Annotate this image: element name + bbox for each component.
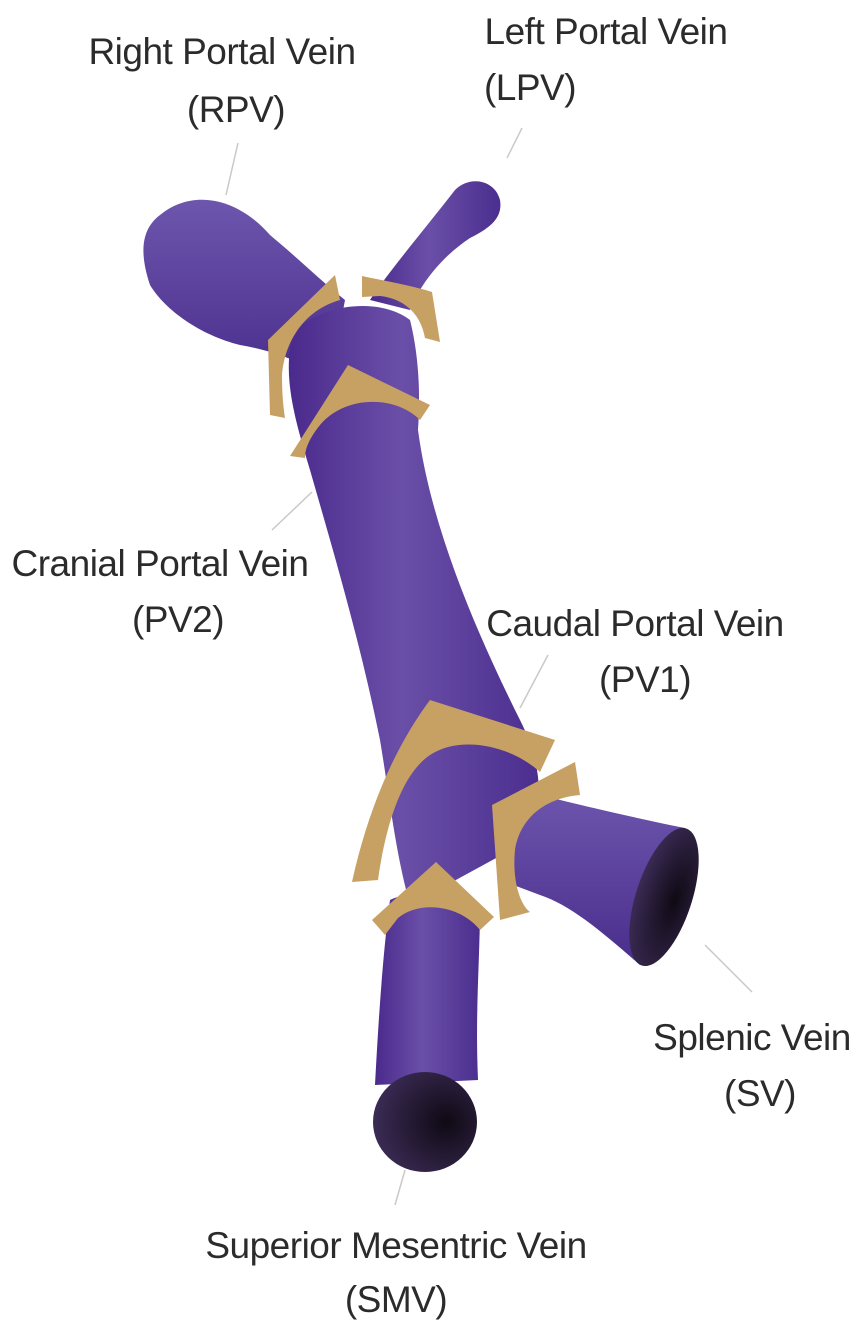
label-cranial-portal-vein: Cranial Portal Vein (PV2) xyxy=(12,543,309,640)
lpv-abbr: (LPV) xyxy=(484,67,576,108)
label-splenic-vein: Splenic Vein (SV) xyxy=(653,1017,851,1114)
smv-leader xyxy=(395,1170,405,1205)
smv-abbr: (SMV) xyxy=(345,1279,447,1320)
rpv-abbr: (RPV) xyxy=(187,89,285,130)
label-right-portal-vein: Right Portal Vein (RPV) xyxy=(88,31,355,130)
pv2-name: Cranial Portal Vein xyxy=(12,543,309,584)
rpv-leader xyxy=(226,143,238,195)
lpv-leader xyxy=(507,128,522,158)
smv-name: Superior Mesentric Vein xyxy=(205,1225,586,1266)
pv1-leader xyxy=(520,655,548,708)
sv-abbr: (SV) xyxy=(724,1073,796,1114)
sv-name: Splenic Vein xyxy=(653,1017,851,1058)
rpv-name: Right Portal Vein xyxy=(88,31,355,72)
sv-leader xyxy=(705,945,752,992)
pv2-leader xyxy=(272,492,312,530)
label-superior-mesenteric-vein: Superior Mesentric Vein (SMV) xyxy=(205,1225,586,1320)
superior-mesenteric-vein-lumen xyxy=(373,1072,477,1172)
pv2-abbr: (PV2) xyxy=(132,599,224,640)
label-caudal-portal-vein: Caudal Portal Vein (PV1) xyxy=(486,603,783,700)
pv1-name: Caudal Portal Vein xyxy=(486,603,783,644)
label-left-portal-vein: Left Portal Vein (LPV) xyxy=(484,11,728,108)
lpv-name: Left Portal Vein xyxy=(485,11,728,52)
pv1-abbr: (PV1) xyxy=(599,659,691,700)
